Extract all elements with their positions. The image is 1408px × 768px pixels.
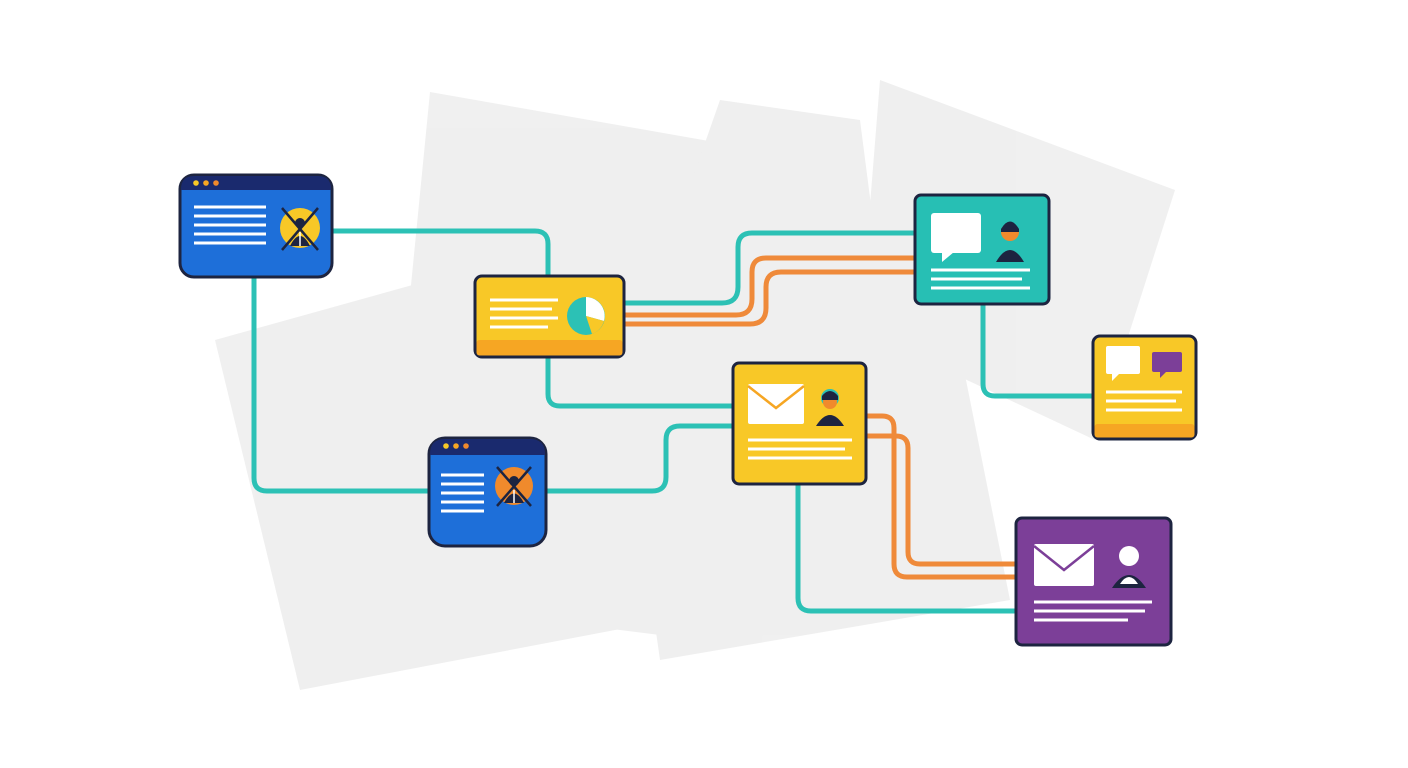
window-titlebar [430, 439, 545, 455]
window-dot [453, 443, 459, 449]
speech-bubble-icon [1106, 346, 1140, 381]
text-lines [1034, 600, 1152, 622]
connector-teal [980, 301, 1096, 399]
pie-chart-icon [567, 297, 605, 335]
envelope-icon [747, 384, 805, 424]
connector-teal [543, 423, 736, 494]
user-icon [1112, 546, 1146, 588]
connector-orange [621, 269, 918, 327]
card-footer-band [476, 340, 623, 356]
connector-orange [863, 433, 1019, 567]
connector-teal [621, 230, 918, 306]
connector-orange [621, 255, 918, 318]
report-card[interactable] [473, 274, 626, 359]
connectors [251, 228, 1096, 614]
message-card-2[interactable] [1014, 516, 1173, 647]
connector-teal [251, 273, 433, 494]
chat-card-small[interactable] [1091, 334, 1198, 441]
user-icon [816, 389, 844, 426]
message-card-1[interactable] [731, 361, 868, 486]
window-dot [193, 180, 199, 186]
envelope-icon [1033, 544, 1095, 586]
chat-card[interactable] [913, 193, 1051, 306]
connector-teal [795, 481, 1019, 614]
app-window-1[interactable] [178, 173, 334, 279]
connector-teal [329, 228, 551, 279]
person-badge-icon [495, 466, 533, 507]
speech-bubble-icon [931, 213, 981, 262]
speech-bubble-icon [1152, 352, 1182, 378]
window-dot [443, 443, 449, 449]
app-window-2[interactable] [427, 436, 548, 548]
window-dot [203, 180, 209, 186]
text-lines [748, 438, 852, 460]
user-icon [996, 221, 1024, 262]
text-lines [931, 268, 1030, 290]
connector-orange [863, 413, 1019, 580]
text-lines [1106, 390, 1182, 412]
connector-teal [545, 354, 736, 409]
text-lines [490, 298, 558, 329]
text-lines [194, 205, 266, 245]
card-footer-band [1094, 424, 1195, 438]
window-dot [463, 443, 469, 449]
window-dot [213, 180, 219, 186]
window-frame [427, 436, 548, 548]
text-lines [441, 473, 484, 513]
person-badge-icon [280, 207, 320, 251]
window-titlebar [181, 176, 331, 190]
